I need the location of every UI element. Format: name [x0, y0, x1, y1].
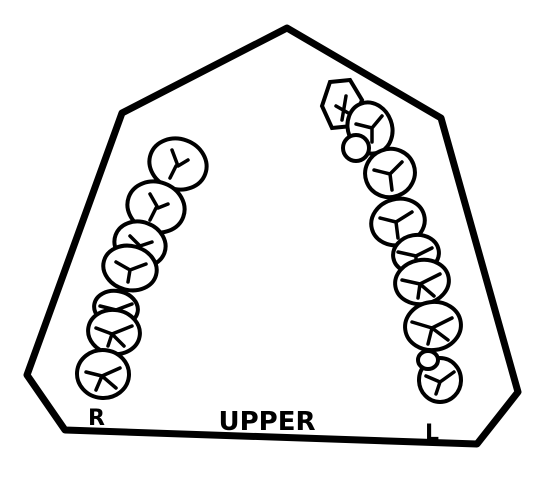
arch-outline: [23, 24, 522, 448]
tooth-l-canine: [363, 146, 417, 200]
tooth-r-incisor: [147, 136, 209, 192]
right-side-label: R: [88, 406, 105, 431]
left-side-label: L: [425, 421, 439, 446]
left-side-teeth: [319, 77, 463, 404]
tooth-r-premolar-1: [101, 243, 159, 293]
diagram-title: UPPER: [218, 407, 315, 437]
tooth-l-molar-3b: [416, 349, 440, 371]
tooth-r-molar-2: [75, 347, 131, 401]
tooth-l-molar-2: [403, 299, 463, 353]
tooth-l-lateral-b: [341, 133, 371, 163]
right-side-teeth: [75, 136, 209, 401]
